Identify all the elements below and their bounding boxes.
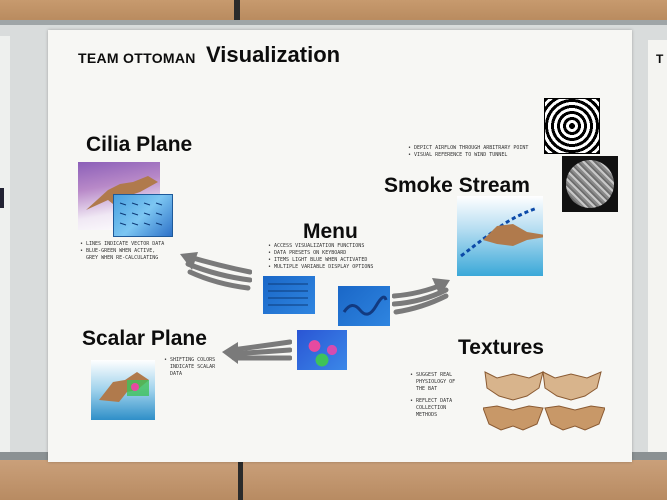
textures-heading: Textures [458, 336, 544, 359]
bat-icon [86, 176, 158, 210]
scalar-bat-icon [99, 372, 149, 402]
team-name: TEAM OTTOMAN [78, 50, 196, 66]
smoke-noise-image [562, 156, 618, 212]
poster-title: Visualization [206, 42, 341, 67]
textures-notes-data: • REFLECT DATA COLLECTION METHODS [410, 398, 453, 418]
adjacent-poster-edge [648, 40, 667, 460]
noise-disc [566, 160, 614, 208]
bat-smoke-icon [460, 206, 543, 258]
menu-cilia-panel [263, 276, 315, 314]
texture-samples [483, 371, 605, 431]
menu-notes: • ACCESS VISUALIZATION FUNCTIONS • DATA … [268, 243, 374, 270]
smoke-stream-image [457, 196, 543, 276]
arrow-to-cilia-icon [180, 252, 252, 291]
scalar-plane-image [91, 360, 155, 420]
adjacent-poster-letter: T [656, 52, 664, 66]
arrow-to-smoke-icon [392, 278, 450, 315]
menu-vector-icon [268, 283, 308, 306]
smoke-wave-icon [342, 295, 388, 316]
smoke-stream-notes: • DEPICT AIRFLOW THROUGH ARBITRARY POINT… [408, 145, 529, 158]
textures-notes-physiology: • SUGGEST REAL PHYSIOLOGY OF THE BAT [410, 372, 456, 392]
bat-texture-icon [483, 371, 605, 431]
smoke-stream-heading: Smoke Stream [384, 174, 530, 197]
wall-seam [234, 0, 240, 22]
menu-heading: Menu [303, 220, 358, 243]
wall-bottom [0, 460, 667, 500]
cilia-plane-notes: • LINES INDICATE VECTOR DATA • BLUE-GREE… [80, 241, 165, 261]
wall-top [0, 0, 667, 22]
smoke-pattern-image [544, 98, 600, 154]
left-sheet [0, 36, 10, 456]
left-tick [0, 188, 4, 208]
cilia-vector-plane [113, 194, 173, 237]
arrow-to-scalar-icon [222, 339, 292, 364]
menu-scalar-panel [297, 330, 347, 370]
menu-smoke-panel [338, 286, 390, 326]
scalar-plane-notes: • SHIFTING COLORS INDICATE SCALAR DATA [164, 357, 216, 377]
vector-lines-icon [119, 202, 163, 226]
cilia-plane-heading: Cilia Plane [86, 133, 193, 156]
wall-seam-bottom [238, 460, 243, 500]
scalar-plane-heading: Scalar Plane [82, 327, 207, 350]
